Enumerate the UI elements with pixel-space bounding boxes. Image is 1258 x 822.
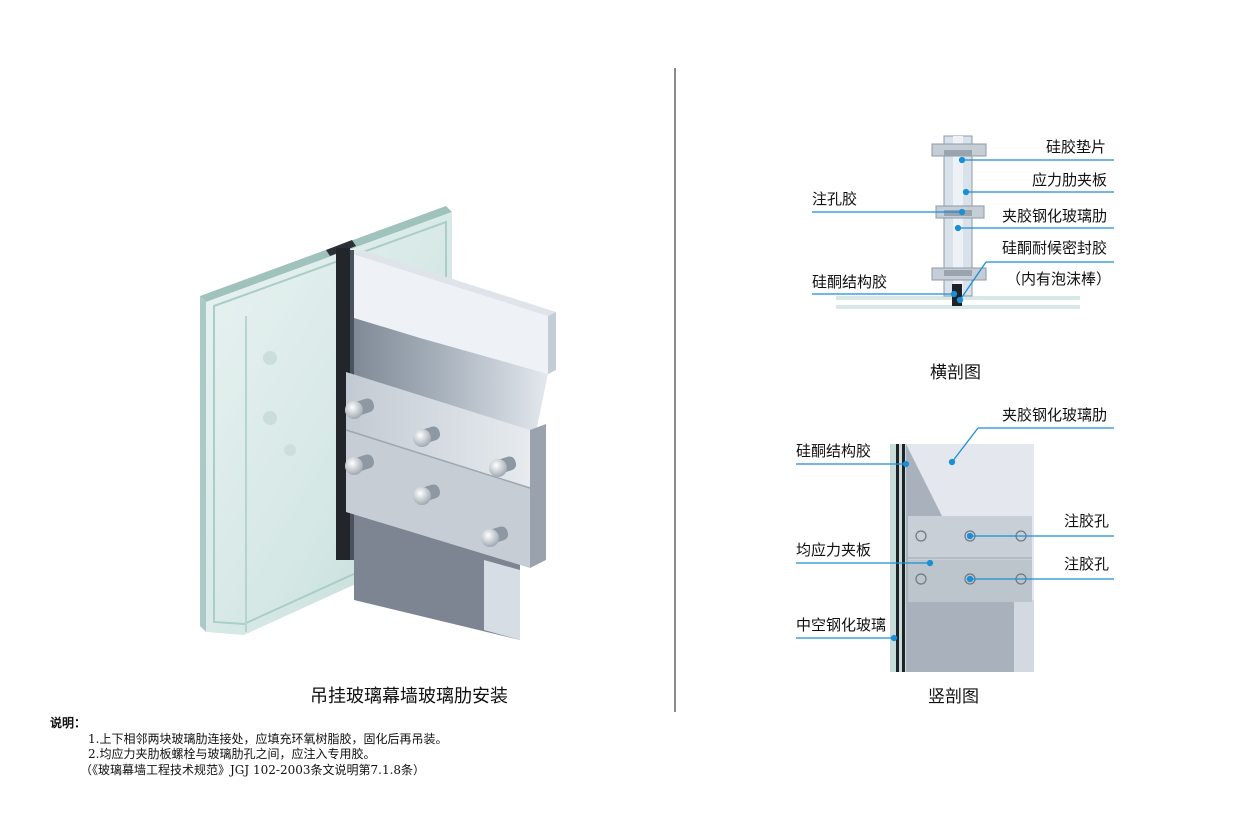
label-insulated-tempered-glass: 中空钢化玻璃 [796, 616, 887, 634]
label-weather-sealant: 硅酮耐候密封胶 [1002, 239, 1108, 257]
label-glue-hole-2: 注胶孔 [1064, 555, 1110, 573]
label-injection-glue: 注孔胶 [812, 190, 858, 208]
label-glue-hole-1: 注胶孔 [1064, 512, 1110, 530]
notes-line-3: （《玻璃幕墙工程技术规范》JGJ 102-2003条文说明第7.1.8条） [80, 762, 426, 777]
label-uniform-clamp-plate: 均应力夹板 [796, 541, 872, 559]
vertical-section-title: 竖剖图 [928, 687, 979, 707]
vertical-section-drawing [890, 444, 1034, 672]
label-structural-glue-vertical: 硅酮结构胶 [796, 442, 872, 460]
vertical-section-leaders [796, 427, 1114, 642]
notes-heading: 说明： [50, 716, 87, 730]
clamp-bolts [345, 398, 517, 547]
label-stress-clamp-plate: 应力肋夹板 [1032, 171, 1108, 189]
cross-section-title: 横剖图 [930, 363, 981, 383]
notes-block: 说明： 1.上下相邻两块玻璃肋连接处，应填充环氧树脂胶，固化后再吊装。 2.均应… [50, 716, 447, 778]
notes-line-1: 1.上下相邻两块玻璃肋连接处，应填充环氧树脂胶，固化后再吊装。 [88, 731, 448, 746]
notes-line-2: 2.均应力夹肋板螺栓与玻璃肋孔之间，应注入专用胶。 [88, 747, 376, 761]
label-laminated-tempered-rib-cross: 夹胶钢化玻璃肋 [1002, 207, 1108, 225]
label-foam-rod-note: （内有泡沫棒） [1006, 270, 1112, 288]
panel-divider [674, 68, 676, 712]
label-structural-glue-cross: 硅酮结构胶 [812, 273, 888, 291]
label-silicone-pad: 硅胶垫片 [1046, 138, 1107, 156]
cross-section-leaders [812, 156, 1114, 304]
left-title: 吊挂玻璃幕墙玻璃肋安装 [310, 686, 508, 707]
label-laminated-tempered-rib-vertical: 夹胶钢化玻璃肋 [1002, 406, 1108, 424]
